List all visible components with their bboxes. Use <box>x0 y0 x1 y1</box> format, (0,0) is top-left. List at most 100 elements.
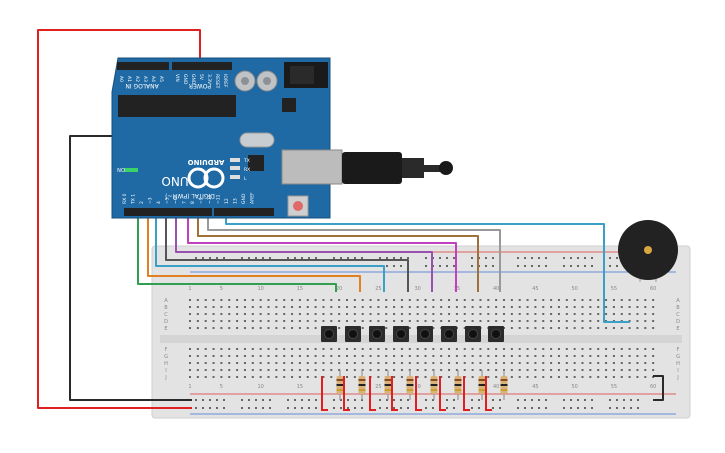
digital-label: DIGITAL (PWM~) <box>165 192 215 199</box>
analog-pin-label: A3 <box>142 76 148 82</box>
pushbutton[interactable] <box>465 326 481 342</box>
usb-cable-plug <box>342 152 402 184</box>
digital-pin-label: GND <box>241 193 247 204</box>
button-power-wire[interactable] <box>369 376 376 411</box>
row-letter: I <box>165 368 166 374</box>
analog-pin-label: A4 <box>150 76 156 82</box>
column-number: 25 <box>375 384 381 390</box>
wire-pin6[interactable] <box>147 214 361 292</box>
resistor <box>336 370 344 400</box>
analog-header <box>117 62 169 70</box>
column-number: 15 <box>297 384 303 390</box>
button-power-wire[interactable] <box>343 376 350 411</box>
row-letter: H <box>164 361 168 367</box>
row-letter: D <box>164 319 168 325</box>
resistors <box>321 370 508 411</box>
analog-pin-label: A0 <box>118 76 124 82</box>
pushbutton[interactable] <box>369 326 385 342</box>
digital-header-high <box>214 208 274 216</box>
row-letter: B <box>676 305 680 311</box>
pushbutton[interactable] <box>441 326 457 342</box>
button-power-wire[interactable] <box>439 376 446 411</box>
column-number: 40 <box>493 384 499 390</box>
wire-pin12[interactable] <box>207 214 501 292</box>
pushbutton[interactable] <box>345 326 361 342</box>
button-power-wire[interactable] <box>391 376 398 411</box>
column-number: 10 <box>257 384 263 390</box>
wire-pin13[interactable] <box>225 214 630 323</box>
column-number: 10 <box>257 286 263 292</box>
power-pin-label: GND <box>190 74 196 85</box>
pushbuttons[interactable] <box>321 326 504 342</box>
row-letter: I <box>677 368 678 374</box>
led-label: L <box>244 176 247 182</box>
wire-pin7[interactable] <box>155 214 385 292</box>
pushbutton[interactable] <box>488 326 504 342</box>
row-letter: A <box>676 298 680 304</box>
wire-5v[interactable] <box>37 29 201 409</box>
row-letter: H <box>676 361 680 367</box>
digital-pin-label: TX 1 <box>131 194 137 205</box>
pushbutton[interactable] <box>321 326 337 342</box>
led-label: TX <box>243 158 250 164</box>
row-letter: B <box>164 305 168 311</box>
resistor <box>406 370 414 400</box>
analog-pin-label: A2 <box>134 76 140 82</box>
resistor <box>500 370 508 400</box>
digital-pin-label: ~6 <box>173 197 179 204</box>
digital-pin-label: AREF <box>250 192 256 204</box>
analog-label: ANALOG IN <box>125 82 158 89</box>
crystal <box>239 132 275 148</box>
button-power-wire[interactable] <box>485 376 492 411</box>
resistor <box>384 370 392 400</box>
button-power-wire[interactable] <box>463 376 470 411</box>
wire-pin11[interactable] <box>197 214 479 292</box>
power-pin-label: 3.3V <box>206 74 212 85</box>
digital-pin-label: ~11 <box>216 194 222 204</box>
button-power-wire[interactable] <box>415 376 422 411</box>
wire-pin5[interactable] <box>137 214 337 292</box>
power-header <box>172 62 232 70</box>
column-number: 45 <box>532 384 538 390</box>
digital-pin-label: 7 <box>182 201 188 204</box>
power-pin-label: 5V <box>198 74 204 81</box>
row-letter: G <box>676 354 680 360</box>
row-letter: E <box>164 326 167 332</box>
wire-pin8[interactable] <box>165 214 409 292</box>
digital-pin-label: 8 <box>190 201 196 204</box>
digital-pin-label: RX 0 <box>122 193 128 204</box>
pushbutton[interactable] <box>393 326 409 342</box>
column-number: 5 <box>220 384 223 390</box>
row-letter: F <box>677 347 680 353</box>
digital-pin-label: ~10 <box>207 194 213 204</box>
column-number: 30 <box>414 286 420 292</box>
digital-pin-label: 13 <box>233 198 239 204</box>
row-letter: A <box>164 298 168 304</box>
power-pin-label: VIN <box>174 74 180 82</box>
column-number: 50 <box>571 384 577 390</box>
wire-ground-right[interactable] <box>653 375 664 401</box>
resistor <box>358 370 366 400</box>
led-label: RX <box>244 167 250 173</box>
column-number: 5 <box>220 286 223 292</box>
arduino-uno[interactable]: ANALOG IN POWER ARDUINO UNO DIGITAL (PWM… <box>111 57 453 219</box>
row-letter: J <box>676 375 678 381</box>
column-number: 45 <box>532 286 538 292</box>
logo-text: ARDUINO <box>188 158 225 166</box>
analog-pin-label: A5 <box>158 76 164 82</box>
column-number: 1 <box>188 286 191 292</box>
row-letter: E <box>676 326 679 332</box>
pushbutton[interactable] <box>417 326 433 342</box>
digital-pin-label: ~9 <box>199 197 205 204</box>
digital-pin-label: 2 <box>139 201 145 204</box>
column-number: 50 <box>571 286 577 292</box>
column-number: 20 <box>336 286 342 292</box>
piezo-buzzer[interactable] <box>618 220 678 282</box>
arduino-logo-icon <box>187 167 225 189</box>
digital-pin-label: ~3 <box>148 197 154 204</box>
wire-pin9[interactable] <box>175 214 433 292</box>
button-power-wire[interactable] <box>321 376 328 411</box>
wire-pin10[interactable] <box>187 214 457 292</box>
